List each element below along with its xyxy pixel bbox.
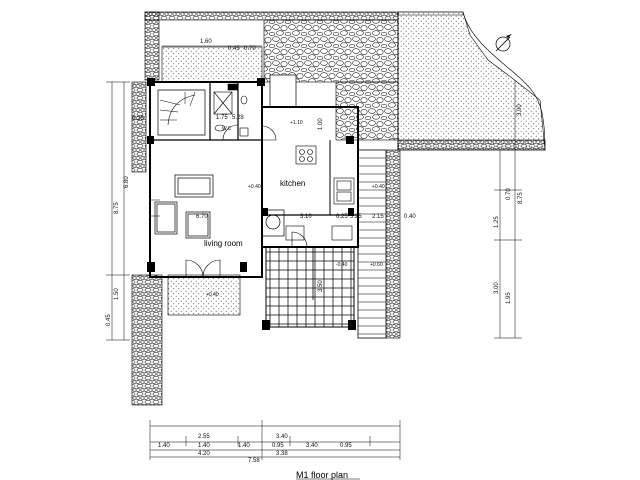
bottom-dim-row4-a: 7.58: [248, 458, 260, 464]
dim-garden: 1.00: [318, 118, 324, 130]
level-living: +0.40: [372, 184, 385, 190]
dim-right-vertical-4: 8.75: [518, 192, 524, 204]
living-furniture: [154, 174, 285, 239]
dim-top-small: 0.45: [228, 46, 240, 52]
room-label-living-room: living room: [204, 239, 243, 248]
bottom-dim-row2-f: 0.95: [340, 443, 352, 449]
room-label-kitchen: kitchen: [280, 179, 305, 188]
kitchen-fixtures: [285, 145, 355, 241]
dim-right-vertical-5: 1.95: [506, 292, 512, 304]
stone-walls: [131, 11, 546, 406]
tiled-terrace: [265, 246, 355, 328]
bottom-dim-row1-a: 2.55: [198, 434, 210, 440]
bottom-dim-row2-e: 3.40: [306, 443, 318, 449]
dim-hall: 2.15: [372, 214, 384, 220]
bottom-dim-row2-b: 1.40: [198, 443, 210, 449]
dim-top-left: 0.25: [132, 116, 144, 122]
dim-left-vertical-2: 8.75: [114, 202, 120, 214]
dim-left-vertical-4: 0.45: [106, 314, 112, 326]
exterior-stair: [269, 74, 387, 339]
room-label-wc: W.C: [222, 126, 232, 132]
bottom-dim-row2-a: 1.40: [158, 443, 170, 449]
dim-top-small2: 0.70: [244, 46, 256, 52]
dim-left-vertical-1: 6.80: [124, 176, 130, 188]
building-walls: [149, 81, 359, 278]
dim-kitchen-left: 6.25: [336, 214, 348, 220]
dimension-lines: [106, 45, 522, 460]
dim-right-vertical-3: 1.25: [494, 216, 500, 228]
north-arrow-icon: [495, 34, 512, 52]
level-stair-top: +1.10: [290, 120, 303, 126]
garden-area: [161, 11, 546, 316]
bottom-dim-row3-a: 4.20: [198, 451, 210, 457]
wc-fixtures: [213, 83, 249, 137]
doors: [150, 124, 308, 278]
level-balcony: +0.40: [206, 292, 219, 298]
dim-wc-depth: 5.28: [232, 115, 244, 121]
interior-stair: [157, 89, 206, 136]
dim-wc-width: 1.75: [216, 115, 228, 121]
bottom-dim-row1-b: 3.40: [276, 434, 288, 440]
dim-right-edge: 0.40: [404, 214, 416, 220]
dim-top-span: 1.60: [200, 39, 212, 45]
level-terrace: -0.40: [336, 262, 348, 268]
bottom-dim-row2-d: 0.95: [272, 443, 284, 449]
dim-kitchen-run: 3.10: [300, 214, 312, 220]
dim-living-room-width: 6.70: [196, 214, 208, 220]
dim-left-vertical-3: 1.50: [114, 288, 120, 300]
bottom-dim-row2-c: 1.40: [238, 443, 250, 449]
dim-kitchen-mid: 5.25: [350, 214, 362, 220]
dim-terrace: 3.50: [318, 280, 324, 292]
dim-right-vertical-2: 0.70: [506, 188, 512, 200]
dim-right-vertical-1: 3.00: [517, 104, 523, 116]
level-stair-mid: +0.60: [370, 262, 383, 268]
bottom-dim-row3-b: 3.38: [276, 451, 288, 457]
level-kitchen: +0.40: [248, 184, 261, 190]
drawing-title: M1 floor plan: [296, 470, 348, 480]
dim-right-vertical-6: 3.00: [494, 282, 500, 294]
